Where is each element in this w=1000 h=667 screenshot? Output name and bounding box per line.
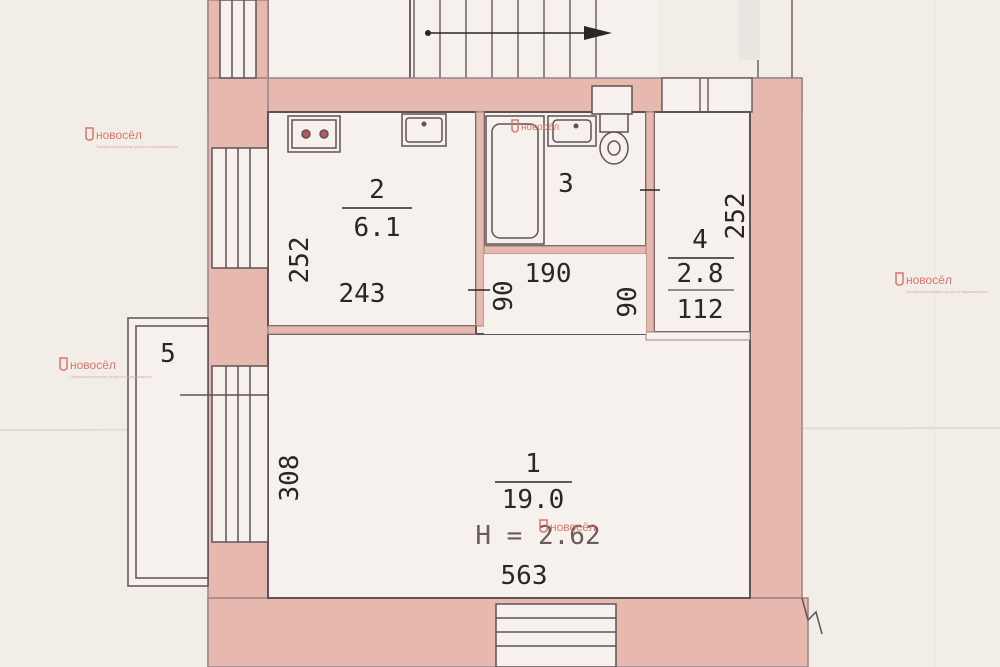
corridor-depth-left-dim: 90 [489,280,519,311]
watermark-tagline: Профессиональные услуги в недвижимости [96,144,178,149]
room-1-area: 19.0 [502,485,565,515]
window-top-left [219,0,257,79]
watermark-4: новосёл Профессиональные услуги в недвиж… [59,357,152,379]
vent-panel [661,77,753,113]
room-2-label: 2 6.1 [342,175,412,243]
kitchen-width-dim: 243 [339,279,386,309]
balcony [127,317,268,587]
stair-arrow-start [425,30,431,36]
room-3-number: 3 [558,169,574,199]
corridor-width-dim: 190 [525,259,572,289]
brand-logo-icon [895,272,904,286]
stair-arrow-head [584,26,612,40]
watermark-brand: новосёл [96,128,142,142]
wall-break-mark [801,597,823,635]
ceiling-height: H = 2.62 [475,521,600,551]
watermark-tagline: Профессиональные услуги в недвижимости [906,289,988,294]
entry-door [495,603,617,667]
watermark-tagline: Профессиональные услуги в недвижимости [70,374,152,379]
watermark-brand: новосёл [550,520,596,534]
watermark-1: новосёл Профессиональные услуги в недвиж… [85,127,178,149]
watermark-3: новосёл Профессиональные услуги в недвиж… [895,272,988,294]
room-2-number: 2 [369,175,385,205]
window-kitchen [211,147,269,269]
room-1-number: 1 [525,449,541,479]
watermark-brand: новосёл [906,273,952,287]
kitchen-height-dim: 252 [285,237,315,284]
watermark-brand: новосёл [70,358,116,372]
room-4-number: 4 [692,225,708,255]
main-width-dim: 563 [501,561,548,591]
room-2-area: 6.1 [354,213,401,243]
corridor [484,254,646,334]
brand-logo-icon [539,519,548,533]
bathtub-icon [485,115,545,245]
window-main-room [211,365,269,543]
brand-logo-icon [85,127,94,141]
brand-logo-icon [59,357,68,371]
dimension-ticks [468,189,660,291]
brand-logo-icon [511,119,519,133]
toilet-icon [591,85,633,165]
room-5-number: 5 [160,339,176,369]
stove-icon [287,115,341,153]
closet-width-dim: 112 [677,295,724,325]
interior-floor [267,111,751,599]
watermark-5: новосёл [539,519,596,534]
watermark-brand: новосёл [521,122,559,133]
corridor-depth-right-dim: 90 [613,286,643,317]
main-height-dim: 308 [275,455,305,502]
washbasin-icon [547,115,597,147]
watermark-2: новосёл [511,119,559,133]
room-4-area: 2.8 [677,259,724,289]
stairwell [267,0,793,78]
closet-height-dim: 252 [721,193,751,240]
room-1-label: 1 19.0 H = 2.62 563 [475,449,600,591]
kitchen-sink-icon [401,113,447,147]
room-4-label: 4 2.8 112 [668,225,734,325]
